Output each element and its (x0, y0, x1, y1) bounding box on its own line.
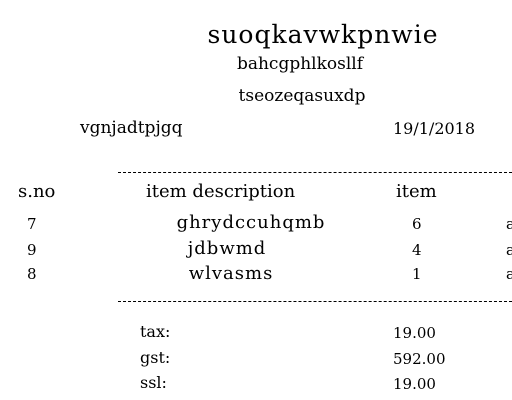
row-qty: 6 (412, 215, 422, 233)
receipt-reference: vgnjadtpjgq (80, 118, 183, 138)
row-amount: a (506, 215, 512, 233)
row-sno: 7 (27, 215, 37, 233)
header-line-2: tseozeqasuxdp (238, 86, 366, 106)
ssl-value: 19.00 (393, 375, 436, 393)
row-sno: 9 (27, 241, 37, 259)
row-qty: 1 (412, 265, 422, 283)
header-line-1: bahcgphlkosllf (236, 54, 364, 74)
row-qty: 4 (412, 241, 422, 259)
receipt-date: 19/1/2018 (393, 119, 476, 138)
column-header-sno: s.no (18, 181, 56, 202)
column-header-description: item description (146, 181, 296, 202)
store-name: suoqkavwkpnwie (207, 20, 439, 49)
row-description: wlvasms (188, 263, 274, 284)
row-amount: a (506, 241, 512, 259)
divider-bottom (118, 301, 512, 302)
row-amount: a (506, 265, 512, 283)
tax-value: 19.00 (393, 324, 436, 342)
ssl-label: ssl: (140, 373, 167, 392)
row-sno: 8 (27, 265, 37, 283)
gst-value: 592.00 (393, 350, 446, 368)
row-description: jdbwmd (187, 238, 267, 259)
tax-label: tax: (140, 322, 171, 341)
column-header-item: item (396, 181, 437, 202)
gst-label: gst: (140, 348, 171, 367)
row-description: ghrydccuhqmb (176, 212, 326, 233)
divider-top (118, 172, 512, 173)
